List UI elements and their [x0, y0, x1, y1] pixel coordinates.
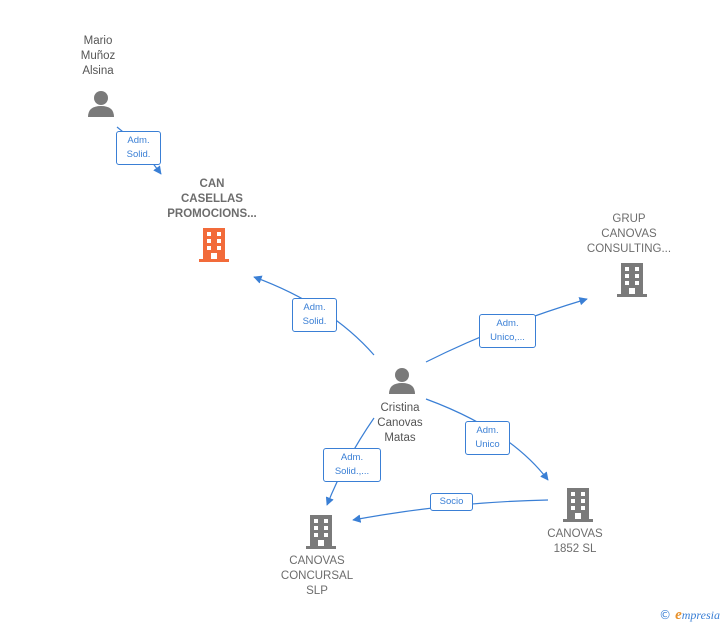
- relation-label-mario-can[interactable]: Adm. Solid.: [116, 131, 161, 165]
- relation-label-cristina-can[interactable]: Adm. Solid.: [292, 298, 337, 332]
- person-icon-cristina[interactable]: [389, 368, 415, 394]
- building-icon-canovas-1852[interactable]: [563, 488, 593, 522]
- node-label-can-casellas[interactable]: CAN CASELLAS PROMOCIONS...: [167, 178, 257, 220]
- building-icon-grup-canovas[interactable]: [617, 263, 647, 297]
- node-label-canovas-concursal[interactable]: CANOVAS CONCURSAL SLP: [280, 555, 354, 597]
- copyright-icon: ©: [659, 608, 672, 622]
- building-icon-canovas-concursal[interactable]: [306, 515, 336, 549]
- node-label-grup-canovas[interactable]: GRUP CANOVAS CONSULTING...: [586, 213, 672, 255]
- relation-label-1852-concursal[interactable]: Socio: [430, 493, 473, 511]
- person-icon-mario[interactable]: [88, 91, 114, 117]
- relation-label-cristina-concursal[interactable]: Adm. Solid.,...: [323, 448, 381, 482]
- relation-label-cristina-1852[interactable]: Adm. Unico: [465, 421, 510, 455]
- empresia-logo-text: mpresia: [681, 608, 720, 622]
- node-label-mario[interactable]: Mario Muñoz Alsina: [80, 35, 116, 77]
- building-icon-can-casellas[interactable]: [199, 228, 229, 262]
- empresia-logo-e: e: [675, 607, 682, 623]
- node-label-cristina[interactable]: Cristina Canovas Matas: [377, 402, 423, 444]
- node-label-canovas-1852[interactable]: CANOVAS 1852 SL: [547, 528, 603, 555]
- relation-label-cristina-grup[interactable]: Adm. Unico,...: [479, 314, 536, 348]
- empresia-watermark: ©empresia: [659, 607, 720, 624]
